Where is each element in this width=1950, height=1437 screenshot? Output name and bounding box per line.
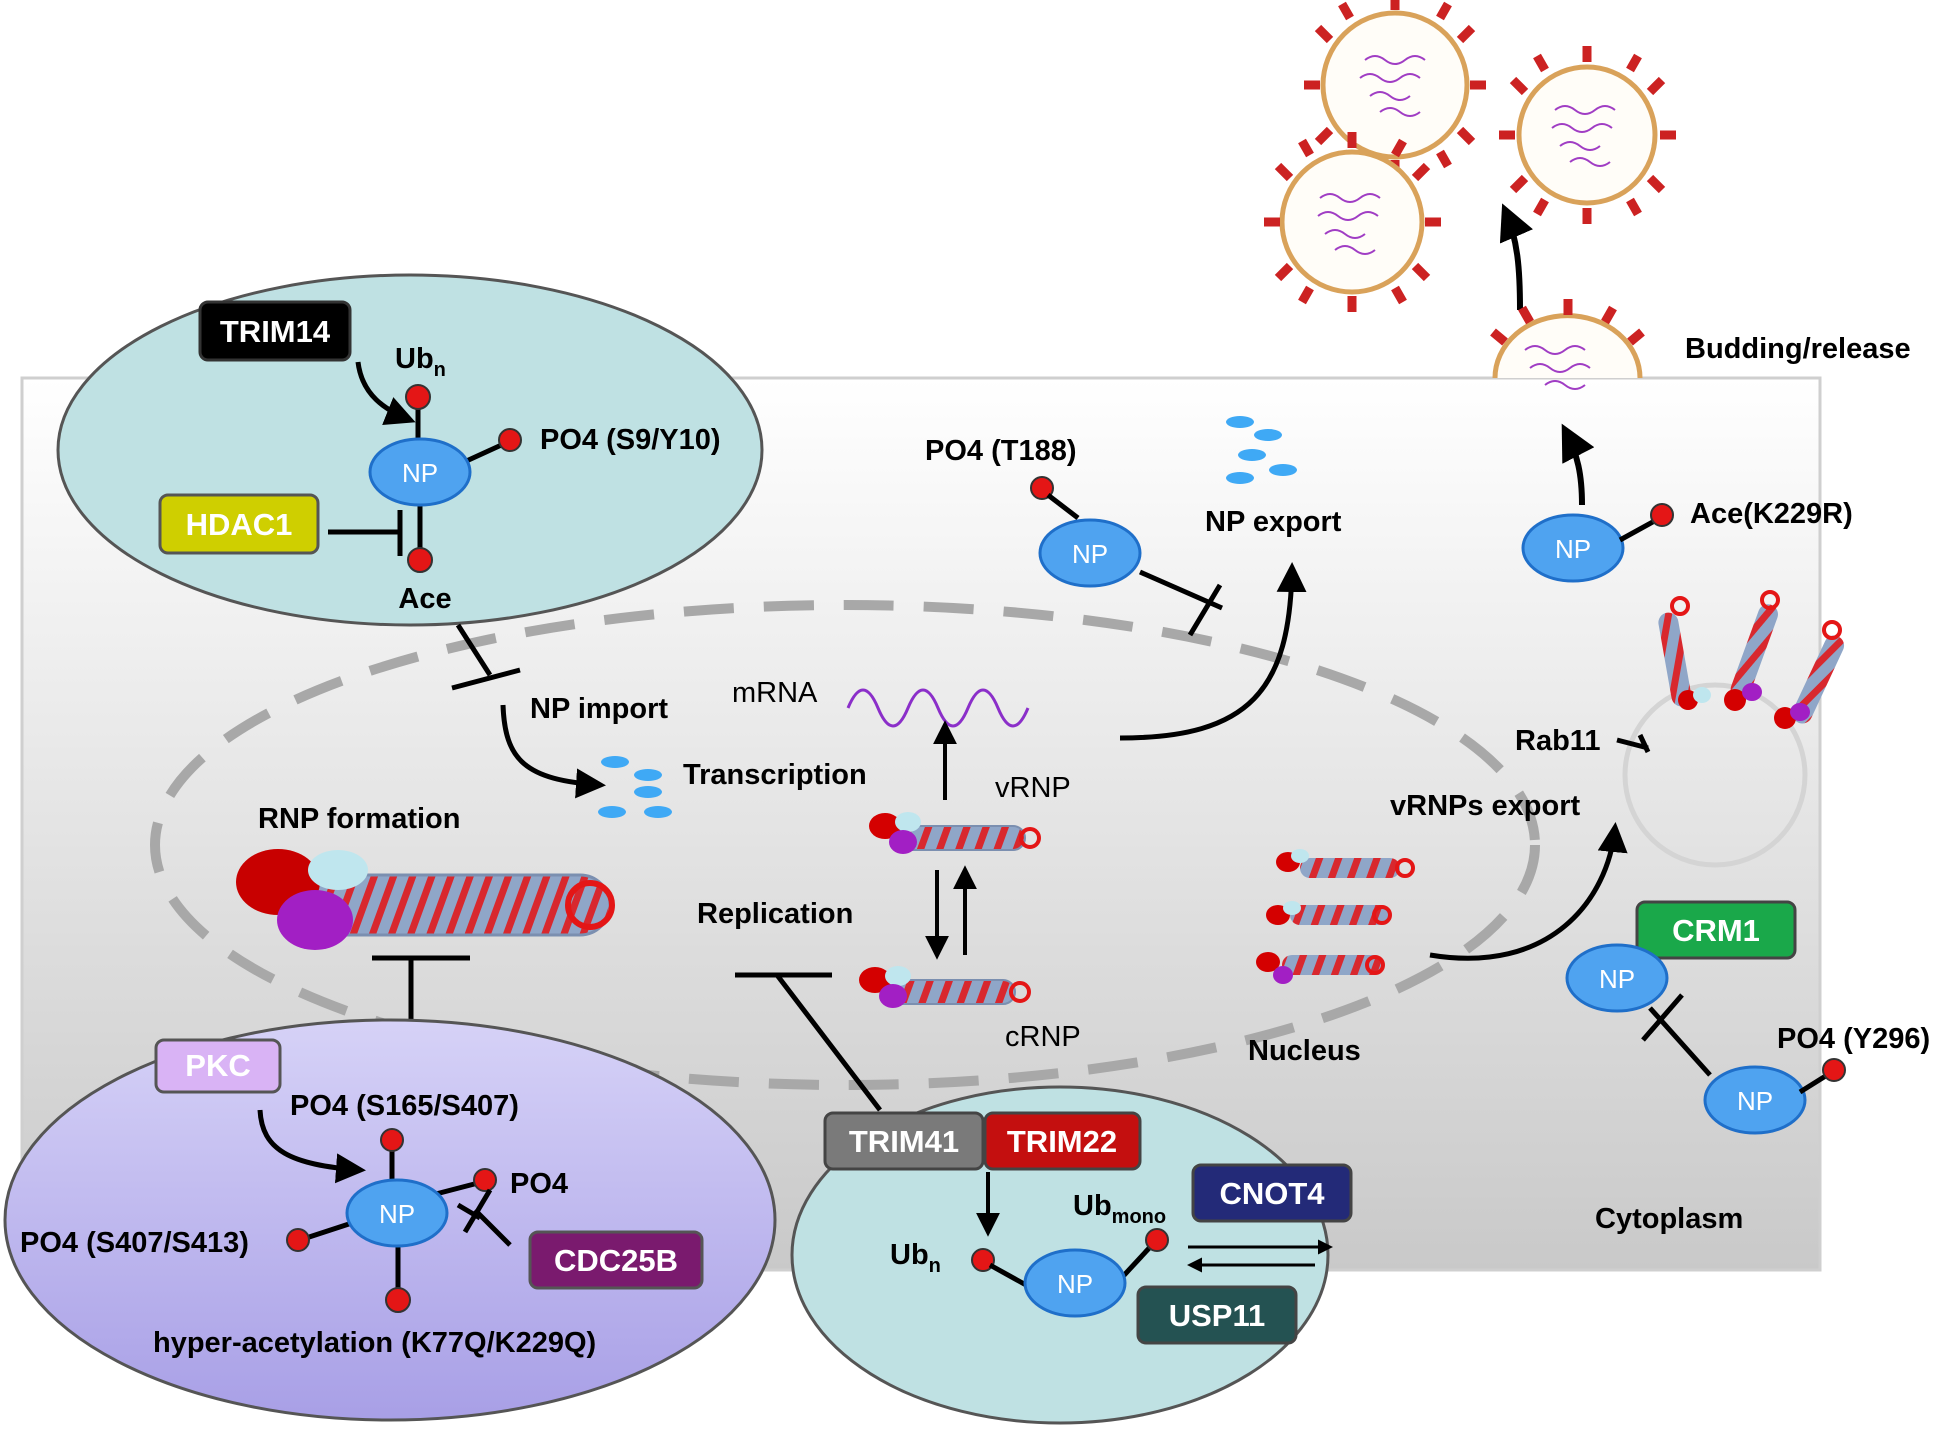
ubiquitin-dot — [405, 384, 431, 410]
crm1-box[interactable]: CRM1 — [1635, 900, 1797, 960]
po4-s9-label: PO4 (S9/Y10) — [540, 424, 721, 456]
np-node-2 — [345, 1178, 449, 1248]
budding-label: Budding/release — [1685, 333, 1911, 365]
po4-s407-label: PO4 (S407/S413) — [20, 1227, 249, 1259]
virion-3 — [1264, 132, 1441, 312]
ub-n-label: Ubn — [890, 1239, 941, 1277]
vrnp-on-vesicle — [1658, 590, 1845, 729]
np-node-4 — [1038, 518, 1142, 588]
phospho-dot — [1030, 476, 1054, 500]
rab11-vesicle — [1622, 682, 1808, 868]
np-node-6 — [1565, 943, 1669, 1013]
pkc-box[interactable]: PKC — [154, 1038, 282, 1094]
hdac1-box[interactable]: HDAC1 — [158, 493, 320, 555]
rnp-formation-complex — [236, 849, 615, 950]
np-label: NP — [1072, 539, 1108, 569]
vrnp-label: vRNP — [995, 772, 1071, 804]
crm1-label: CRM1 — [1672, 913, 1760, 948]
ub-mono-label: Ubmono — [1073, 1190, 1166, 1228]
mrna-wave — [846, 688, 1030, 728]
np-import-label: NP import — [530, 693, 668, 725]
vrnp-export-stack — [1256, 849, 1415, 984]
trim41-box[interactable]: TRIM41 — [823, 1111, 985, 1171]
phospho-dot — [1822, 1058, 1846, 1082]
mrna-label: mRNA — [732, 677, 818, 709]
np-node-1 — [368, 437, 472, 507]
hdac1-label: HDAC1 — [186, 507, 293, 542]
hyper-acetylation-label: hyper-acetylation (K77Q/K229Q) — [153, 1327, 596, 1359]
ace-label: Ace — [398, 583, 451, 615]
phospho-dot — [473, 1168, 497, 1192]
cdc25b-box[interactable]: CDC25B — [528, 1230, 704, 1290]
pkc-label: PKC — [185, 1048, 250, 1083]
budding-virion — [1490, 299, 1645, 390]
nucleus-label: Nucleus — [1248, 1035, 1361, 1067]
trim14-box[interactable]: TRIM14 — [198, 300, 352, 362]
po4-t188-label: PO4 (T188) — [925, 435, 1077, 467]
crnp-complex — [859, 966, 1031, 1008]
np-label: NP — [1599, 964, 1635, 994]
replication-label: Replication — [697, 898, 853, 930]
np-label: NP — [1737, 1086, 1773, 1116]
trim14-label: TRIM14 — [220, 314, 331, 349]
vrnp-complex — [869, 812, 1041, 854]
np-label: NP — [1555, 534, 1591, 564]
np-node-7 — [1703, 1065, 1807, 1135]
rnp-formation-label: RNP formation — [258, 803, 460, 835]
trim22-box[interactable]: TRIM22 — [983, 1111, 1142, 1171]
usp11-label: USP11 — [1169, 1298, 1266, 1333]
np-label: NP — [1057, 1269, 1093, 1299]
trim22-label: TRIM22 — [1007, 1124, 1117, 1159]
ubiquitin-dot — [1145, 1228, 1169, 1252]
transcription-label: Transcription — [683, 759, 867, 791]
np-monomers-import — [598, 756, 672, 818]
np-node-5 — [1521, 513, 1625, 583]
np-export-label: NP export — [1205, 506, 1342, 538]
ubiquitin-dot — [971, 1248, 995, 1272]
np-monomers-export — [1226, 416, 1297, 484]
po4-y296-label: PO4 (Y296) — [1777, 1023, 1930, 1055]
phospho-dot — [498, 428, 522, 452]
rab11-label: Rab11 — [1515, 725, 1600, 757]
cnot4-label: CNOT4 — [1219, 1176, 1325, 1211]
cytoplasm-label: Cytoplasm — [1595, 1203, 1743, 1235]
vrnps-export-label: vRNPs export — [1390, 790, 1581, 822]
po4-s165-label: PO4 (S165/S407) — [290, 1090, 519, 1122]
np-label: NP — [402, 458, 438, 488]
cdc25b-label: CDC25B — [554, 1243, 678, 1278]
np-node-3 — [1023, 1248, 1127, 1318]
po4-label: PO4 — [510, 1168, 568, 1200]
nucleus-boundary — [150, 600, 1540, 1090]
virion-1 — [1304, 0, 1486, 176]
virion-2 — [1499, 46, 1676, 224]
ace-k229r-label: Ace(K229R) — [1690, 498, 1853, 530]
trim41-label: TRIM41 — [849, 1124, 959, 1159]
crnp-label: cRNP — [1005, 1021, 1081, 1053]
np-label: NP — [379, 1199, 415, 1229]
ub-n-label: Ubn — [395, 343, 446, 381]
cnot4-box[interactable]: CNOT4 — [1191, 1163, 1353, 1223]
usp11-box[interactable]: USP11 — [1136, 1285, 1298, 1345]
acetyl-dot — [1650, 503, 1674, 527]
phospho-dot — [286, 1228, 310, 1252]
acetyl-dot — [385, 1287, 411, 1313]
phospho-dot — [380, 1128, 404, 1152]
acetyl-dot — [407, 547, 433, 573]
